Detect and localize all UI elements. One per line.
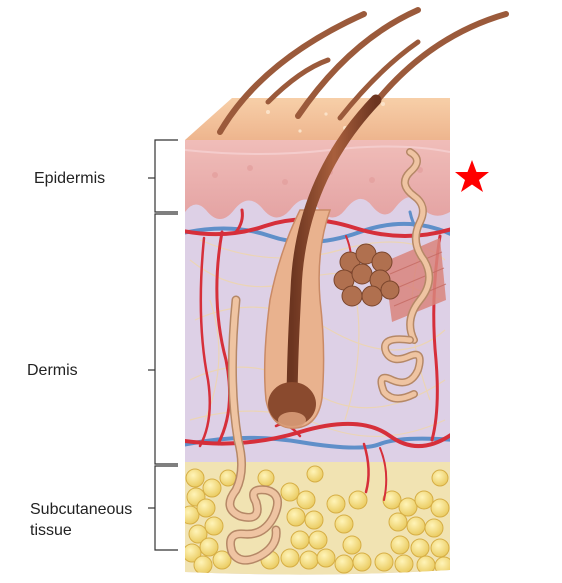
sweat-gland-deep	[225, 295, 283, 565]
sweat-gland	[377, 148, 434, 403]
star-icon	[455, 160, 489, 192]
epidermis-bracket	[154, 139, 178, 213]
label-subcutaneous-line1: Subcutaneous	[30, 501, 133, 518]
sebaceous-gland	[333, 243, 400, 307]
label-epidermis: Epidermis	[34, 170, 106, 187]
label-subcutaneous-line2: tissue	[30, 522, 72, 539]
layer-brackets	[148, 139, 178, 551]
label-dermis: Dermis	[27, 362, 78, 379]
pores	[266, 102, 385, 133]
dermis-bracket	[154, 213, 178, 465]
subcutaneous-bracket	[154, 465, 178, 551]
skin-surface	[185, 98, 450, 140]
fat-lobules	[185, 465, 450, 575]
hair-bulb	[268, 382, 316, 426]
hair-shafts	[217, 7, 509, 416]
